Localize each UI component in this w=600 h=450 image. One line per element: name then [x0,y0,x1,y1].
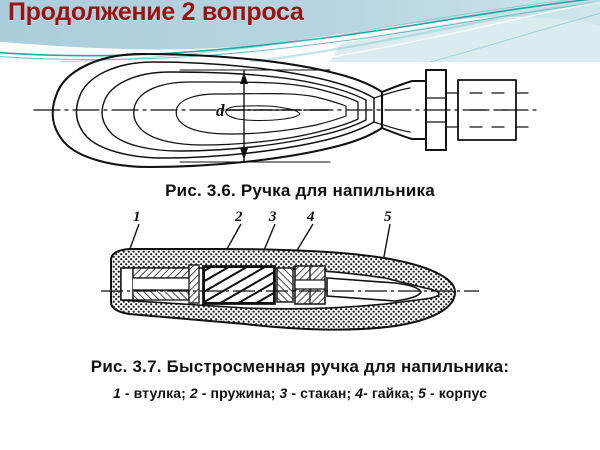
figure-quick-change-handle-diagram: 1 2 3 4 5 [101,209,479,331]
header-decoration-band [0,0,600,62]
figure-2-caption: Рис. 3.7. Быстросменная ручка для напиль… [90,357,510,376]
legend-text-2: - пружина; [197,385,280,401]
part-corpus-channel [326,277,422,302]
legend-text-5: - корпус [426,385,487,401]
callout-number-1: 1 [133,209,141,225]
part-nut-section [294,265,326,305]
legend-number-4: 4 [355,385,364,401]
callout-number-2: 2 [234,209,243,225]
part-spring-section [202,265,276,305]
callout-number-5: 5 [384,209,392,225]
page-title: Продолжение 2 вопроса [8,0,304,26]
figure-file-handle-diagram: d [33,52,537,169]
legend-number-1: 1 [113,385,121,401]
callout-number-3: 3 [268,209,277,225]
legend-text-4: - гайка; [363,385,419,401]
legend-number-5: 5 [418,385,427,401]
legend-number-2: 2 [189,385,198,401]
header-swoosh-graphic [0,0,600,62]
legend-text-1: - втулка; [120,385,190,401]
part-sleeve-section [120,264,200,304]
figure-2-legend: 1 - втулка; 2 - пружина; 3 - стакан; 4- … [0,385,600,401]
callout-number-4: 4 [306,209,315,225]
figure-1-caption: Рис. 3.6. Ручка для напильника [165,181,435,200]
legend-text-3: - стакан; [287,385,356,401]
part-cup-section [276,267,294,303]
legend-number-3: 3 [279,385,288,401]
dimension-label-d: d [216,101,225,120]
